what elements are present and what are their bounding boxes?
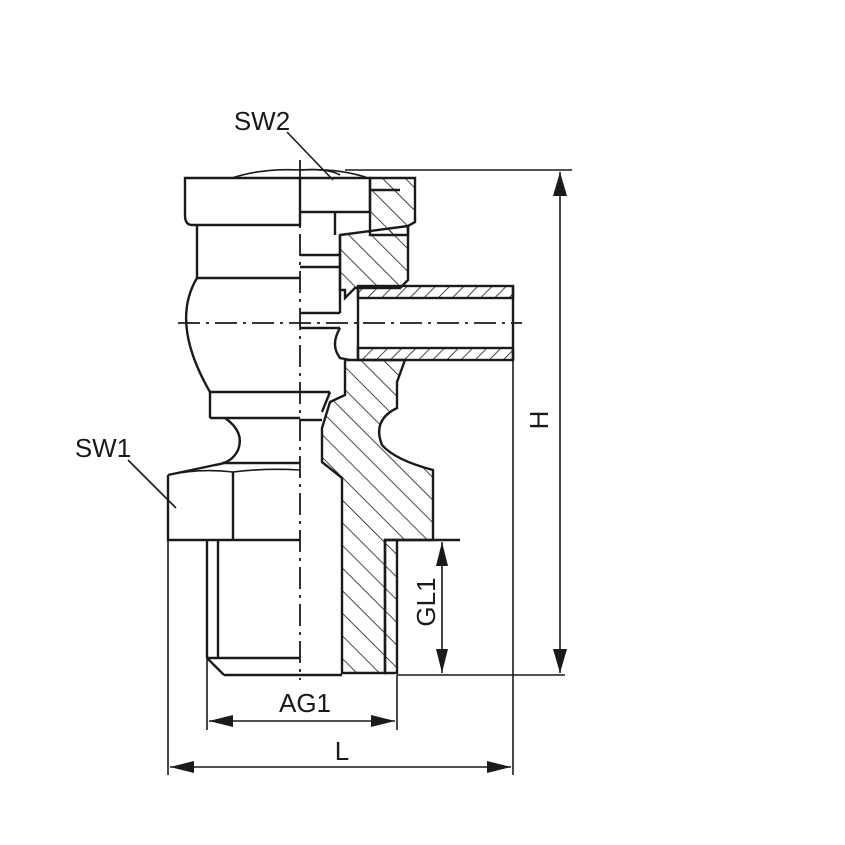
extension-lines (167, 169, 572, 775)
body-section-lower (320, 358, 435, 675)
lower-neck (167, 417, 300, 477)
label-h: H (524, 411, 554, 430)
leader-sw2: SW2 (234, 106, 334, 181)
leader-sw1: SW1 (75, 433, 177, 509)
label-ag1: AG1 (279, 688, 331, 718)
dimension-h: H (524, 172, 567, 673)
ball-body (184, 277, 300, 420)
upper-neck (195, 225, 300, 280)
lower-nut-sw1 (166, 468, 301, 542)
dimension-ag1: AG1 (209, 688, 395, 727)
label-sw1: SW1 (75, 433, 131, 463)
label-l: L (335, 736, 349, 766)
top-nut-sw2 (183, 168, 417, 237)
label-sw2: SW2 (234, 106, 290, 136)
dimension-gl1: GL1 (411, 542, 448, 673)
body-section-upper (338, 224, 410, 301)
dimension-l: L (170, 736, 511, 773)
thread-end-ag1 (205, 538, 460, 677)
label-gl1: GL1 (411, 577, 441, 626)
branch-tube (356, 284, 515, 362)
